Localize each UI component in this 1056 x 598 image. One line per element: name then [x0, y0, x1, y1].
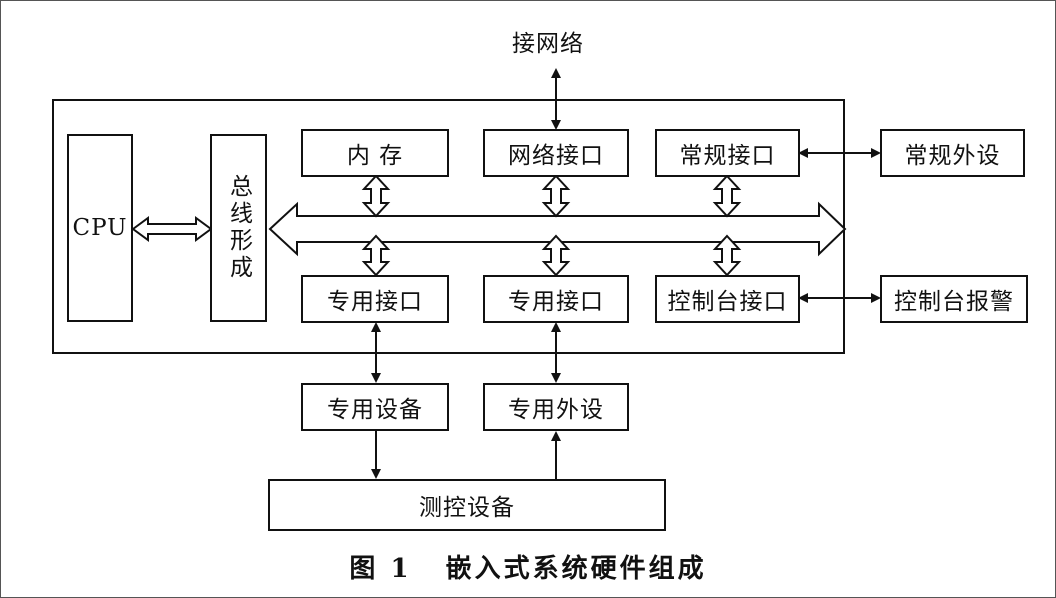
- memory-label: 内 存: [346, 143, 404, 169]
- console-interface-label: 控制台接口: [667, 289, 788, 315]
- bus-formation-label: 总线形成: [225, 174, 252, 282]
- system-boundary: [52, 99, 845, 354]
- special-device-block: 专用设备: [301, 383, 449, 431]
- network-interface-label: 网络接口: [508, 143, 604, 169]
- general-interface-label: 常规接口: [679, 143, 776, 169]
- special-peripheral-label: 专用外设: [508, 397, 604, 423]
- general-iface-bus-arrow: [712, 174, 742, 218]
- console-interface-block: 控制台接口: [655, 275, 800, 323]
- memory-bus-arrow: [361, 174, 391, 218]
- console-alarm-block: 控制台报警: [880, 275, 1028, 323]
- network-label: 接网络: [512, 31, 584, 57]
- special-peripheral-block: 专用外设: [483, 383, 629, 431]
- memory-block: 内 存: [301, 129, 449, 177]
- figure-title: 嵌入式系统硬件组成: [445, 554, 707, 584]
- special-device-label: 专用设备: [327, 397, 423, 423]
- special-interface-2-block: 专用接口: [483, 275, 629, 323]
- special-interface-1-label: 专用接口: [327, 289, 423, 315]
- figure-caption: 图 1 嵌入式系统硬件组成: [0, 548, 1056, 585]
- general-interface-block: 常规接口: [655, 129, 800, 177]
- monitor-device-label: 测控设备: [419, 495, 515, 521]
- figure-number: 图 1: [349, 554, 412, 584]
- system-bus-arrow: [268, 201, 847, 257]
- cpu-block: CPU: [67, 134, 133, 322]
- cpu-label: CPU: [72, 215, 128, 241]
- network-interface-block: 网络接口: [483, 129, 629, 177]
- net-iface-bus-arrow: [541, 174, 571, 218]
- bus-vertical-arrows: [361, 174, 742, 277]
- bus-formation-block: 总线形成: [210, 134, 267, 322]
- special-interface-2-label: 专用接口: [508, 289, 604, 315]
- monitor-device-block: 测控设备: [268, 479, 666, 531]
- general-peripheral-block: 常规外设: [880, 129, 1025, 177]
- cpu-bus-arrow: [131, 216, 213, 242]
- console-alarm-label: 控制台报警: [894, 289, 1014, 315]
- general-peripheral-label: 常规外设: [904, 143, 1001, 169]
- special-interface-1-block: 专用接口: [301, 275, 449, 323]
